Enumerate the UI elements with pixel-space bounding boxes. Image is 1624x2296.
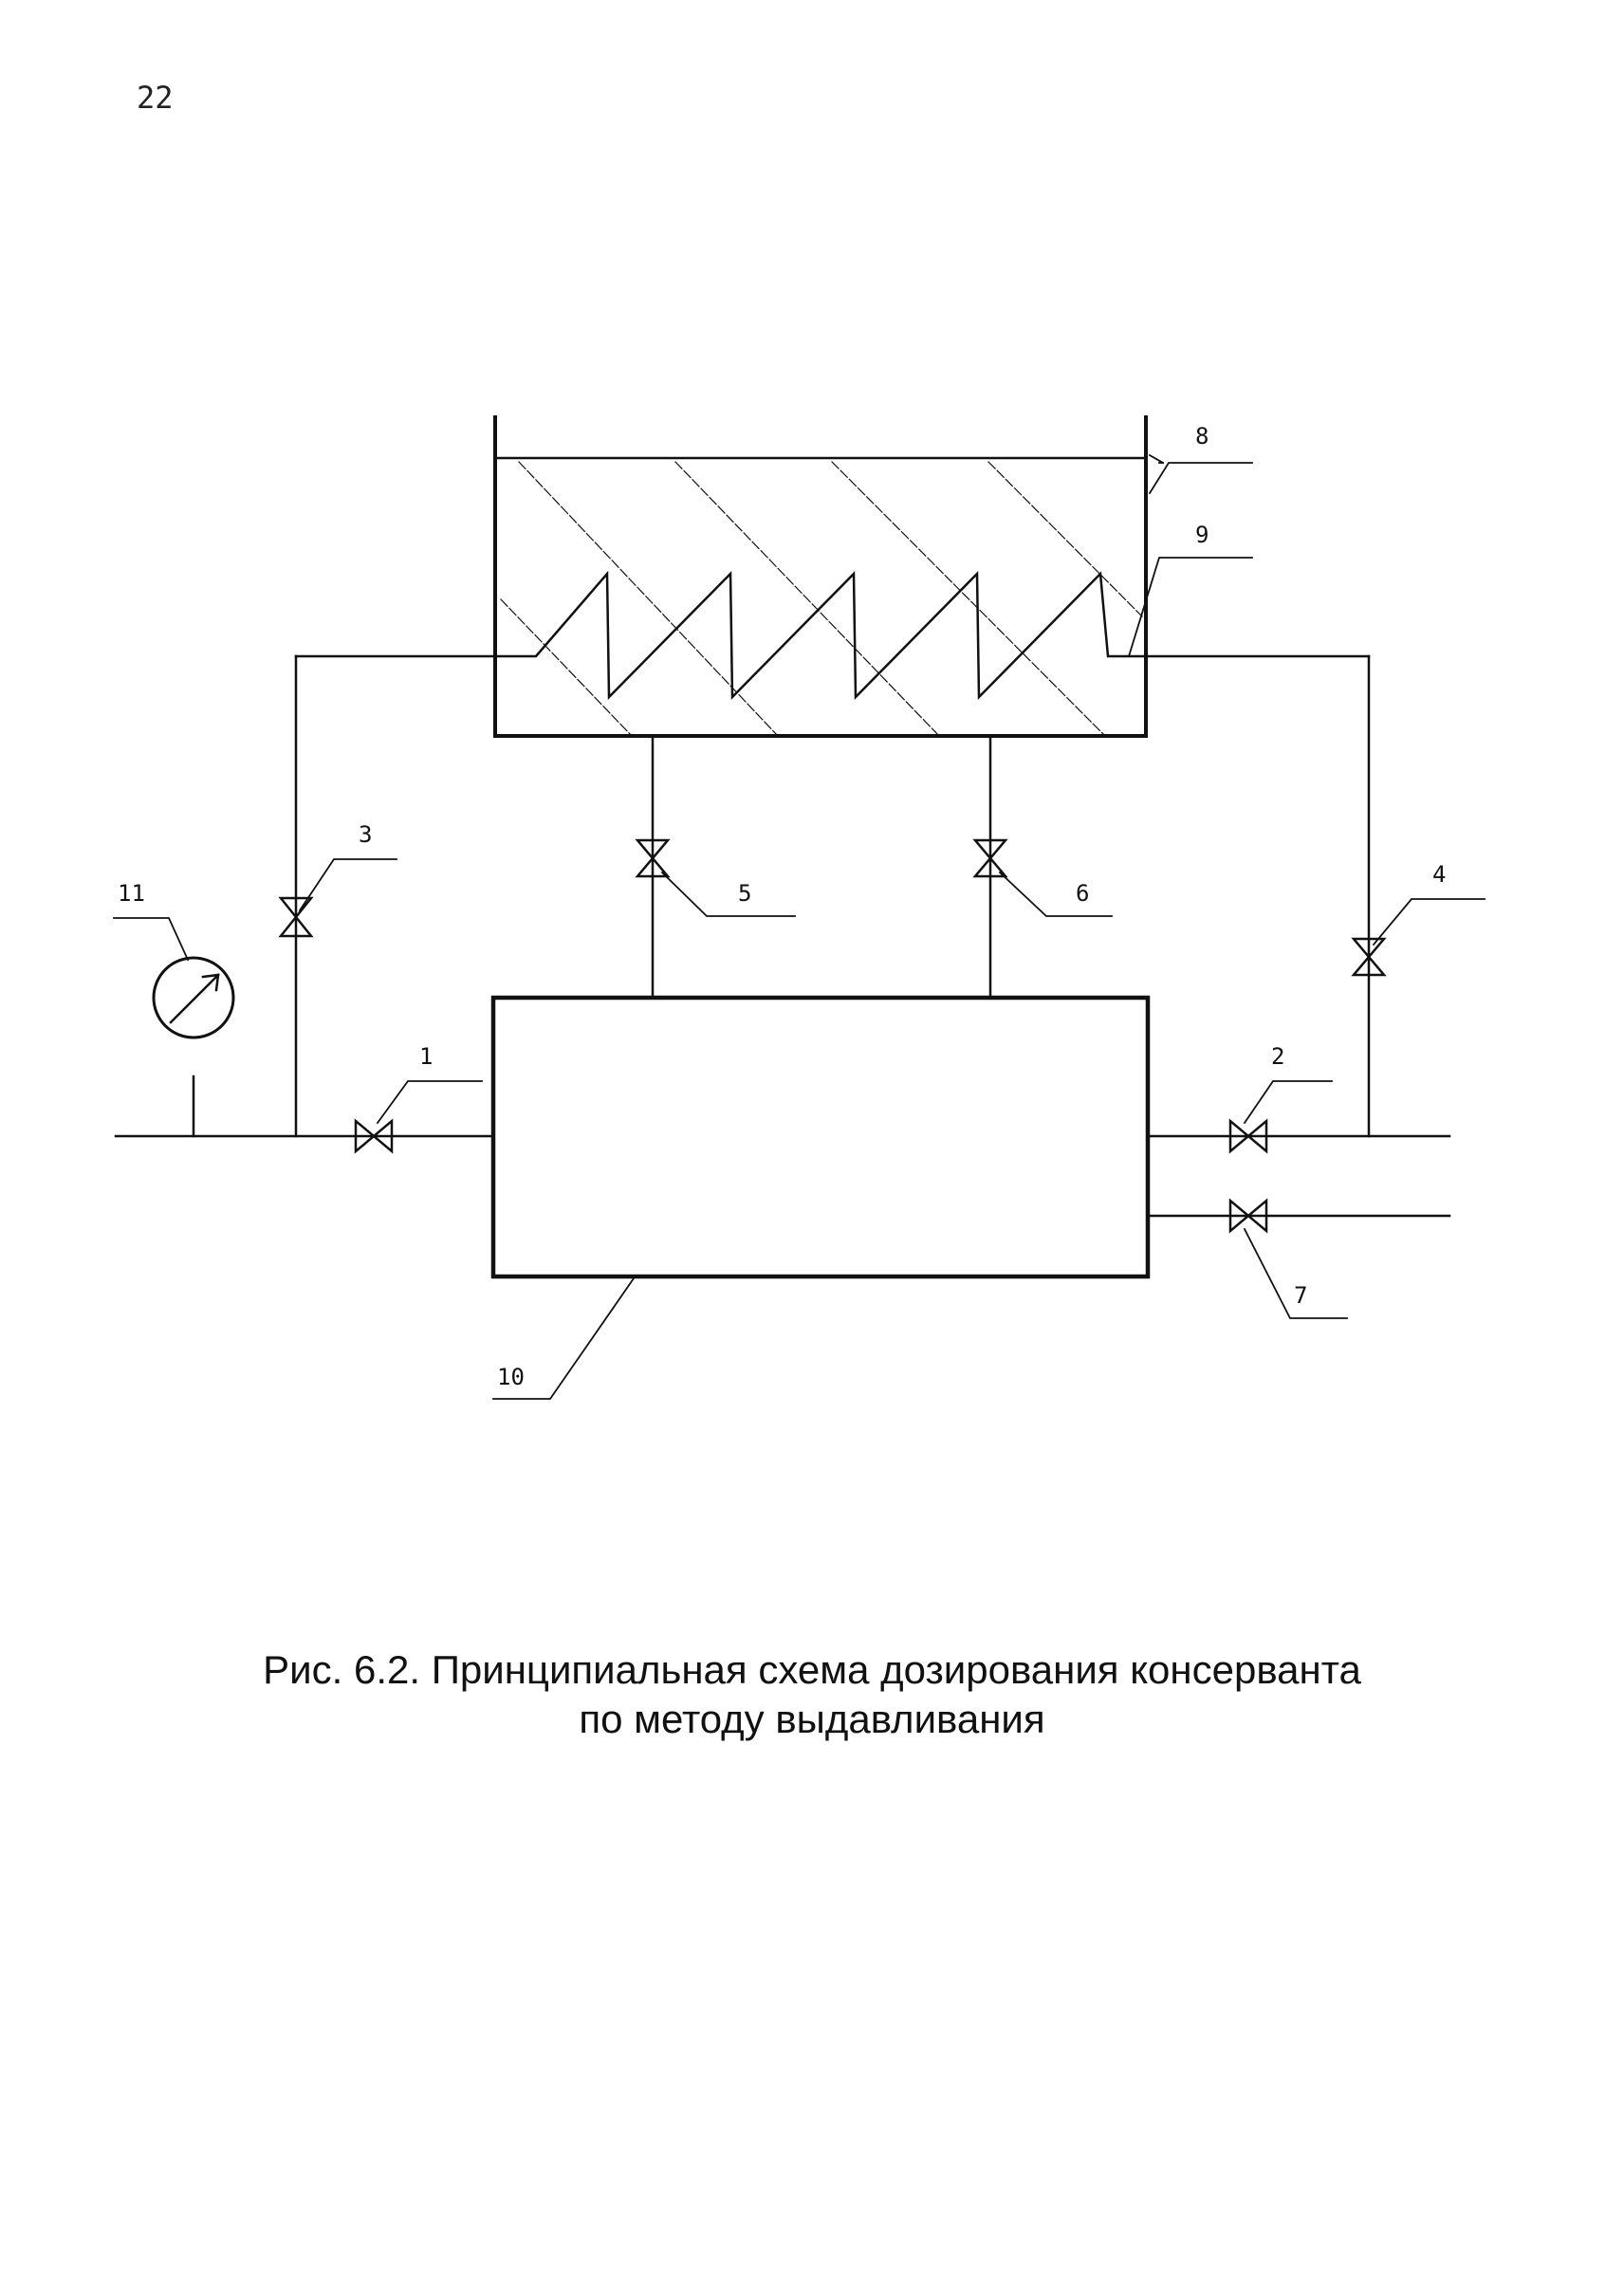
label-4: 4 <box>1432 861 1446 888</box>
valve-3 <box>278 896 314 938</box>
figure-caption: Рис. 6.2. Принципиальная схема дозирован… <box>0 1645 1624 1744</box>
liquid-hatching <box>500 461 1143 737</box>
valve-5 <box>635 838 671 878</box>
pressure-gauge <box>152 956 235 1039</box>
valve-2 <box>1228 1118 1268 1154</box>
label-8: 8 <box>1195 423 1209 450</box>
heating-coil <box>493 570 1148 701</box>
label-10: 10 <box>497 1364 525 1390</box>
leader-lines <box>113 453 1486 1400</box>
label-2: 2 <box>1271 1043 1284 1070</box>
valve-1 <box>354 1118 394 1154</box>
label-1: 1 <box>419 1043 433 1070</box>
valve-7 <box>1228 1198 1268 1234</box>
valve-6 <box>972 838 1008 878</box>
valve-4 <box>1351 937 1387 977</box>
caption-line-2: по методу выдавливания <box>579 1697 1045 1741</box>
caption-line-1: Рис. 6.2. Принципиальная схема дозирован… <box>263 1647 1361 1692</box>
upper-tank <box>493 415 1148 738</box>
label-7: 7 <box>1294 1282 1307 1309</box>
lower-vessel <box>490 995 1151 1279</box>
label-6: 6 <box>1076 880 1089 907</box>
label-11: 11 <box>118 880 145 907</box>
page-number: 22 <box>137 80 174 116</box>
label-5: 5 <box>738 880 751 907</box>
label-9: 9 <box>1195 522 1209 548</box>
label-3: 3 <box>359 821 372 848</box>
